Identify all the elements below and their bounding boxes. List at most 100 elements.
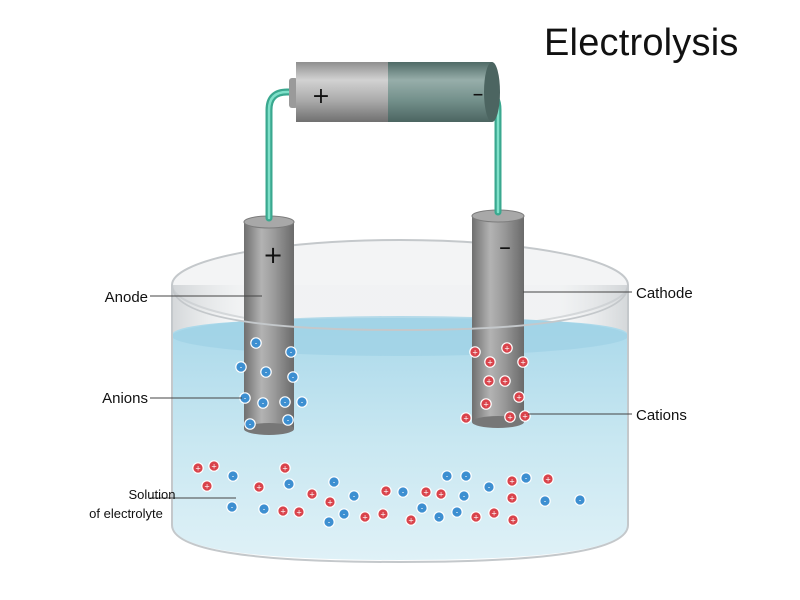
anion-ion	[257, 397, 269, 409]
anion-ion	[285, 346, 297, 358]
cation-ion	[253, 481, 265, 493]
anion-ion	[226, 501, 238, 513]
battery-negative-sign: –	[473, 82, 484, 107]
cation-ion	[380, 485, 392, 497]
cation-ion	[359, 511, 371, 523]
container-bottom	[171, 524, 629, 564]
ions: -----------+++++++++++++-+++-+-+-+-+--+-…	[192, 337, 586, 528]
cation-sign: +	[520, 358, 526, 366]
anion-sign: -	[232, 472, 235, 480]
cation-sign: +	[463, 414, 469, 422]
cation-ion	[507, 514, 519, 526]
cation-sign: +	[486, 377, 492, 385]
cation-sign: +	[545, 475, 551, 483]
anion-ion	[416, 502, 428, 514]
cation-sign: +	[362, 513, 368, 521]
anion-ion	[520, 472, 532, 484]
container-rim-front	[171, 284, 629, 332]
battery: + –	[289, 62, 500, 122]
anion-sign: -	[292, 373, 295, 381]
anion-sign: -	[290, 348, 293, 356]
battery-end	[484, 62, 500, 122]
anion-sign: -	[287, 416, 290, 424]
cation-ion	[517, 356, 529, 368]
anode-label: Anode	[105, 289, 148, 306]
anion-ion	[235, 361, 247, 373]
cation-sign: +	[280, 507, 286, 515]
cation-ion	[519, 410, 531, 422]
anion-sign: -	[231, 503, 234, 511]
cathode-label: Cathode	[636, 285, 693, 302]
solution-label-line1: Solution	[129, 487, 176, 502]
anion-sign: -	[240, 363, 243, 371]
anion-sign: -	[263, 505, 266, 513]
anion-sign: -	[265, 368, 268, 376]
anion-sign: -	[244, 394, 247, 402]
anion-sign: -	[421, 504, 424, 512]
anion-ion	[460, 470, 472, 482]
cation-sign: +	[204, 482, 210, 490]
cation-sign: +	[211, 462, 217, 470]
cation-ion	[501, 342, 513, 354]
cathode-sign: –	[499, 233, 511, 261]
anion-sign: -	[463, 492, 466, 500]
anion-sign: -	[446, 472, 449, 480]
cation-ion	[499, 375, 511, 387]
anion-ion	[397, 486, 409, 498]
anode-sign: +	[263, 241, 283, 269]
battery-terminal	[289, 78, 298, 108]
battery-positive-half	[296, 62, 388, 122]
anion-sign: -	[255, 339, 258, 347]
cation-ion	[488, 507, 500, 519]
cation-ion	[306, 488, 318, 500]
anion-ion	[348, 490, 360, 502]
cation-sign: +	[510, 516, 516, 524]
anion-ion	[227, 470, 239, 482]
cation-sign: +	[522, 412, 528, 420]
anion-sign: -	[544, 497, 547, 505]
cation-sign: +	[380, 510, 386, 518]
cation-ion	[506, 492, 518, 504]
cation-ion	[480, 398, 492, 410]
cathode-bottom	[472, 416, 524, 428]
cation-sign: +	[472, 348, 478, 356]
cation-ion	[201, 480, 213, 492]
cation-ion	[460, 412, 472, 424]
anion-ion	[250, 337, 262, 349]
anion-ion	[283, 478, 295, 490]
anion-ion	[338, 508, 350, 520]
cation-sign: +	[504, 344, 510, 352]
cation-ion	[483, 375, 495, 387]
anion-ion	[296, 396, 308, 408]
anion-sign: -	[249, 420, 252, 428]
cation-ion	[513, 391, 525, 403]
anion-sign: -	[456, 508, 459, 516]
anion-sign: -	[262, 399, 265, 407]
cathode-rod	[472, 216, 524, 422]
anion-sign: -	[353, 492, 356, 500]
cation-ion	[506, 475, 518, 487]
battery-negative-half	[388, 62, 492, 122]
cation-sign: +	[509, 477, 515, 485]
anion-ion	[458, 490, 470, 502]
cation-ion	[470, 511, 482, 523]
anion-ion	[574, 494, 586, 506]
anion-ion	[483, 481, 495, 493]
anion-ion	[451, 506, 463, 518]
cation-ion	[293, 506, 305, 518]
anode-bottom	[244, 423, 294, 435]
cation-ion	[435, 488, 447, 500]
cation-ion	[542, 473, 554, 485]
cation-ion	[279, 462, 291, 474]
page-title: Electrolysis	[544, 22, 739, 64]
anion-sign: -	[402, 488, 405, 496]
anion-ion	[539, 495, 551, 507]
cation-ion	[504, 411, 516, 423]
anions-label: Anions	[102, 390, 148, 407]
anion-ion	[287, 371, 299, 383]
anion-sign: -	[328, 518, 331, 526]
anion-ion	[323, 516, 335, 528]
cation-sign: +	[383, 487, 389, 495]
cation-sign: +	[309, 490, 315, 498]
